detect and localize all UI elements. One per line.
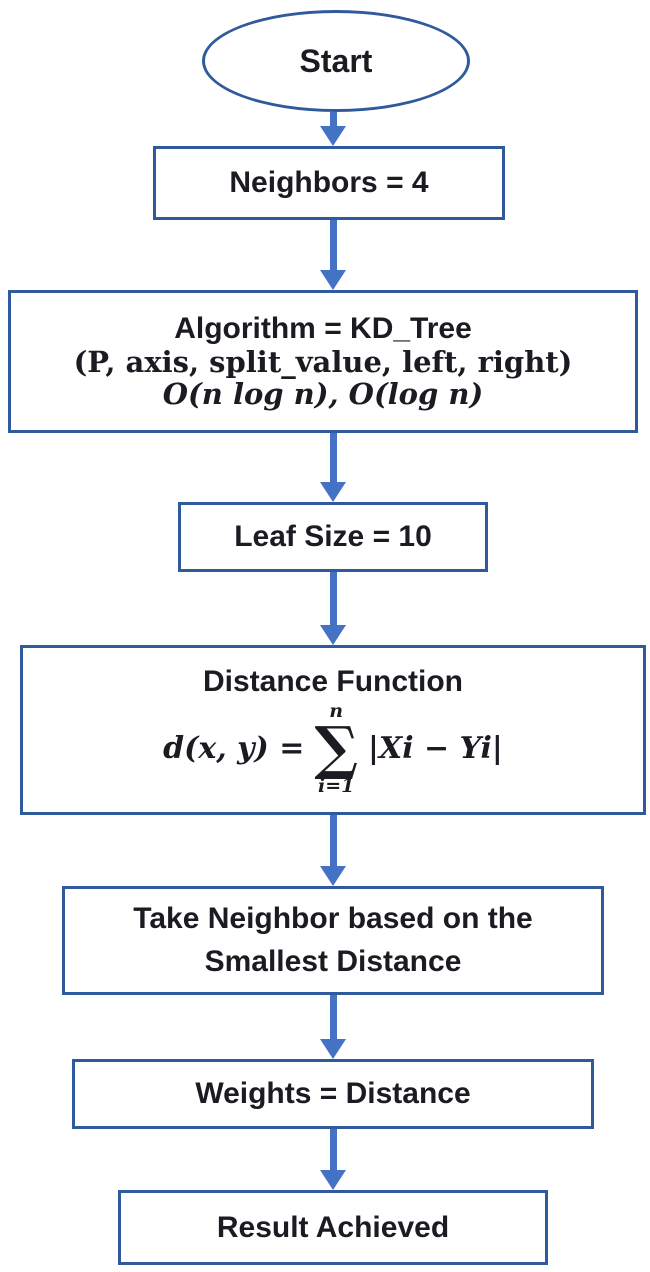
arrow-head-icon <box>320 1039 346 1059</box>
algorithm-line1: Algorithm = KD_Tree <box>174 312 472 346</box>
flow-arrow-start-to-neighbors <box>320 112 346 146</box>
arrow-head-icon <box>320 866 346 886</box>
arrow-shaft <box>329 220 337 270</box>
arrow-shaft <box>329 1129 337 1170</box>
neighbors-node: Neighbors = 4 <box>153 146 505 220</box>
flow-arrow-neighbors-to-algorithm <box>320 220 346 290</box>
leaf-size-label: Leaf Size = 10 <box>234 520 432 553</box>
flow-arrow-distance-to-take <box>320 815 346 886</box>
result-label: Result Achieved <box>216 1210 450 1244</box>
arrow-shaft <box>329 572 337 625</box>
algorithm-line3: O(n log n), O(log n) <box>162 377 484 412</box>
flow-arrow-take-to-weights <box>320 995 346 1059</box>
arrow-shaft <box>329 995 337 1039</box>
summation-lower-limit: i=1 <box>317 774 355 797</box>
formula-lhs: d(x, y) = <box>163 731 305 766</box>
weights-label: Weights = Distance <box>195 1077 471 1110</box>
weights-node: Weights = Distance <box>72 1059 594 1129</box>
arrow-head-icon <box>320 270 346 290</box>
formula-rhs: |Xi − Yi| <box>368 731 503 766</box>
neighbors-label: Neighbors = 4 <box>229 166 429 199</box>
algorithm-line2: (P, axis, split_value, left, right) <box>73 344 573 379</box>
arrow-head-icon <box>320 482 346 502</box>
arrow-shaft <box>329 112 337 126</box>
take-neighbor-line1: Take Neighbor based on the <box>133 902 533 936</box>
flow-arrow-leaf-to-distance <box>320 572 346 645</box>
start-label: Start <box>299 42 373 79</box>
take-neighbor-node: Take Neighbor based on the Smallest Dist… <box>62 886 604 995</box>
arrow-shaft <box>329 433 337 482</box>
arrow-head-icon <box>320 1170 346 1190</box>
result-node: Result Achieved <box>118 1190 548 1265</box>
distance-title: Distance Function <box>202 665 464 699</box>
start-node: Start <box>202 10 470 112</box>
take-neighbor-line2: Smallest Distance <box>204 944 462 978</box>
summation-upper-limit: n <box>329 700 344 723</box>
distance-function-node: Distance Function d(x, y) = n ∑ i=1 |Xi … <box>20 645 646 815</box>
arrow-head-icon <box>320 126 346 146</box>
summation-symbol: n ∑ i=1 <box>314 702 358 795</box>
sigma-icon: ∑ <box>314 714 358 783</box>
flow-arrow-weights-to-result <box>320 1129 346 1190</box>
leaf-size-node: Leaf Size = 10 <box>178 502 488 572</box>
arrow-shaft <box>329 815 337 866</box>
arrow-head-icon <box>320 625 346 645</box>
flow-arrow-algorithm-to-leaf <box>320 433 346 502</box>
algorithm-node: Algorithm = KD_Tree (P, axis, split_valu… <box>8 290 638 433</box>
distance-formula: d(x, y) = n ∑ i=1 |Xi − Yi| <box>163 702 503 795</box>
